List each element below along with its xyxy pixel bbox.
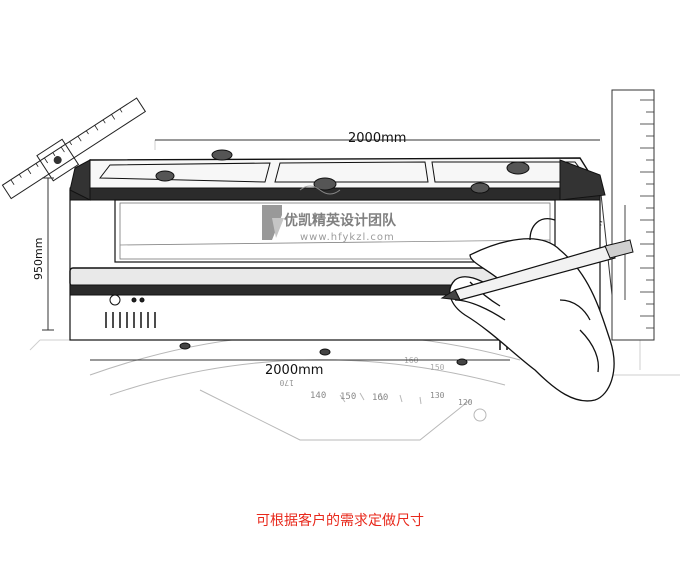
- lid-handle-1: [211, 149, 233, 161]
- protractor-mark-5: 120: [458, 398, 473, 407]
- power-icon: [109, 294, 121, 306]
- top-width-label: 2000mm: [348, 131, 406, 146]
- lid-handle-5: [470, 182, 490, 194]
- protractor-mark-2: 150: [340, 392, 356, 402]
- left-ruler: [1, 97, 147, 200]
- lid-handle-4: [506, 161, 530, 175]
- protractor-mark-0: 170: [279, 378, 294, 387]
- watermark-title: 优凯精英设计团队: [284, 212, 397, 229]
- pencil: [440, 239, 634, 301]
- caption-text: 可根据客户的需求定做尺寸: [256, 513, 424, 529]
- height-label: 950mm: [32, 238, 45, 280]
- lid-handle-2: [155, 170, 175, 182]
- watermark-url: www.hfykzl.com: [300, 232, 395, 243]
- protractor-mark-1: 160: [372, 393, 388, 403]
- bottom-width-label: 2000mm: [265, 363, 323, 378]
- lid-handle-3: [313, 177, 337, 191]
- protractor-mark-3: 140: [310, 391, 326, 401]
- right-ruler: [611, 89, 655, 341]
- protractor-sketch: [89, 332, 521, 441]
- dimension-lines: [42, 139, 613, 361]
- watermark-logo-icon: [262, 205, 282, 240]
- protractor-mark-4: 130: [430, 391, 445, 400]
- front-vents: [105, 312, 156, 328]
- front-glass: [114, 199, 556, 263]
- protractor-mark-7: 150: [430, 363, 445, 372]
- watermark: 优凯精英设计团队 www.hfykzl.com: [262, 185, 397, 243]
